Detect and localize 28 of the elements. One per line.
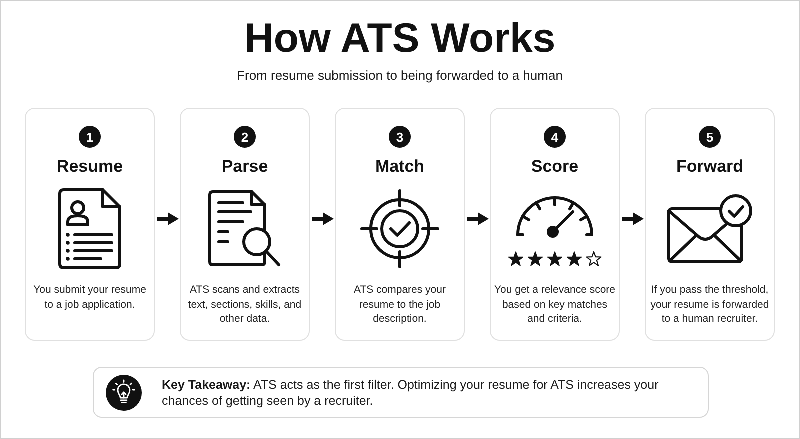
step-card [490, 108, 620, 341]
step-title: Forward [676, 156, 744, 178]
step-description: You get a relevance score based on key matches and criteria. [493, 283, 617, 326]
step-description: You submit your resume to a job application. [32, 283, 148, 312]
step-title: Parse [222, 156, 268, 178]
step-description: If you pass the threshold, your resume is forwarded to a human recruiter. [650, 283, 770, 326]
step-card [645, 108, 775, 341]
step-title: Score [531, 156, 579, 178]
step-number-badge: 5 [699, 126, 721, 148]
step-description: ATS compares your resume to the job description. [352, 283, 447, 326]
arrow [312, 212, 334, 226]
arrow [157, 212, 179, 226]
arrow [622, 212, 644, 226]
subtitle: From resume submission to being forwarded to a human [236, 68, 564, 84]
arrow [467, 212, 489, 226]
step-number-badge: 1 [79, 126, 101, 148]
takeaway-text: Key Takeaway: ATS acts as the first filter. Optimizing your resume for ATS increases your chances of getting seen by a recruiter. [162, 376, 660, 408]
takeaway-panel [93, 367, 709, 418]
step-card [180, 108, 310, 341]
step-card [25, 108, 155, 341]
step-title: Resume [56, 156, 124, 178]
step-number-badge: 2 [234, 126, 256, 148]
step-title: Match [375, 156, 425, 178]
step-card [335, 108, 465, 341]
page-title: How ATS Works [243, 14, 557, 62]
step-description: ATS scans and extracts text, sections, skills, and other data. [187, 283, 303, 326]
step-number-badge: 3 [389, 126, 411, 148]
step-number-badge: 4 [544, 126, 566, 148]
